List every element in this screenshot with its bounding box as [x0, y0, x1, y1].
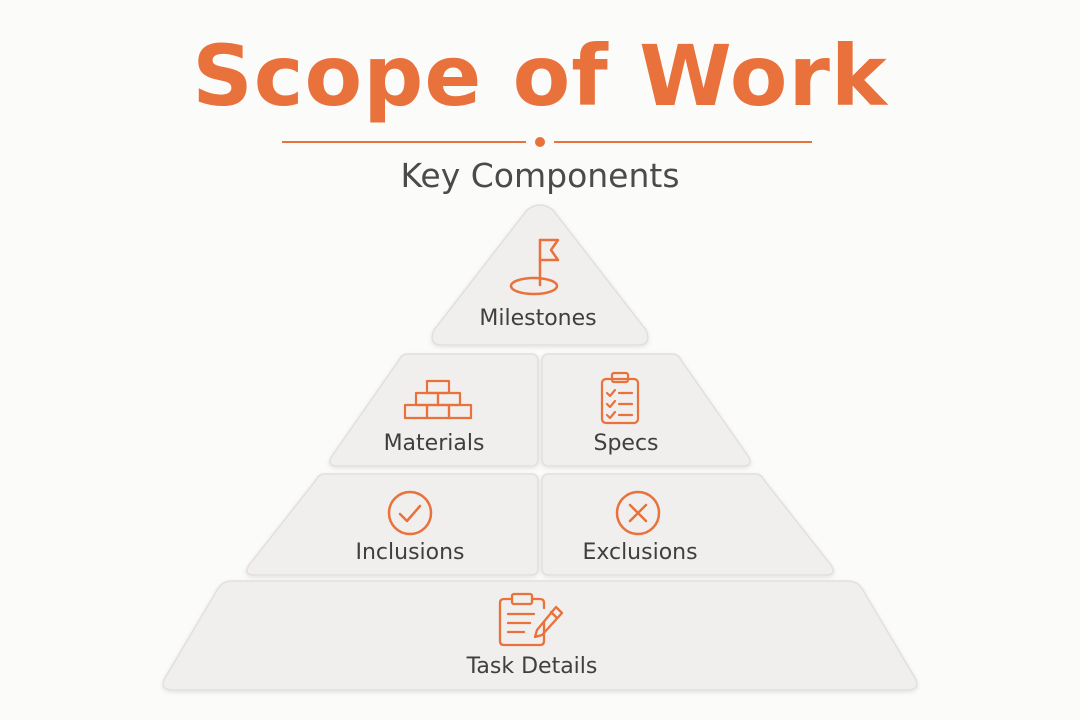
- tier-label-materials: Materials: [384, 431, 485, 456]
- clipboard-pencil-icon: [498, 592, 564, 647]
- bricks-icon: [403, 379, 473, 420]
- tier-materials: Materials: [329, 353, 539, 467]
- tier-task-details: Task Details: [162, 580, 918, 691]
- title-divider: [282, 137, 812, 147]
- flag-icon: [509, 238, 560, 296]
- tier-inclusions: Inclusions: [246, 473, 539, 576]
- checklist-clipboard-icon: [600, 371, 640, 425]
- check-circle-icon: [387, 490, 433, 536]
- tier-label-task-details: Task Details: [466, 654, 598, 679]
- tier-label-inclusions: Inclusions: [355, 540, 464, 565]
- page-subtitle: Key Components: [400, 156, 680, 195]
- tier-specs: Specs: [541, 353, 751, 467]
- tier-label-exclusions: Exclusions: [582, 540, 697, 565]
- tier-label-specs: Specs: [593, 431, 658, 456]
- page-title: Scope of Work: [192, 27, 888, 125]
- tier-exclusions: Exclusions: [541, 473, 834, 576]
- x-circle-icon: [615, 490, 661, 536]
- tier-label-milestones: Milestones: [479, 306, 596, 331]
- tier-milestones: Milestones: [431, 204, 649, 346]
